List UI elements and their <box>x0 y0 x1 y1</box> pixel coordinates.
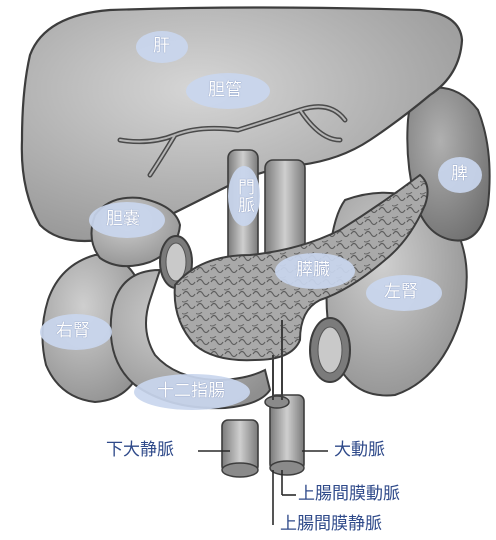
duodenum-label: 十二指腸 <box>157 383 225 400</box>
spleen-label: 脾 <box>451 166 468 183</box>
sma-label: 上腸間膜動脈 <box>298 486 400 503</box>
aorta-label: 大動脈 <box>334 442 385 459</box>
portal-vein-label: 門脈 <box>235 178 252 214</box>
ivc-label: 下大静脈 <box>106 442 174 459</box>
left-kidney-label: 左腎 <box>384 284 418 301</box>
smv-label: 上腸間膜静脈 <box>280 516 382 533</box>
bile-duct-label: 胆管 <box>208 82 242 99</box>
sma-smv-opening <box>265 396 289 408</box>
pancreas-label: 膵臓 <box>296 262 330 279</box>
right-kidney-label: 右腎 <box>56 323 90 340</box>
gallbladder-label: 胆嚢 <box>106 211 140 228</box>
liver-label: 肝 <box>153 38 170 55</box>
